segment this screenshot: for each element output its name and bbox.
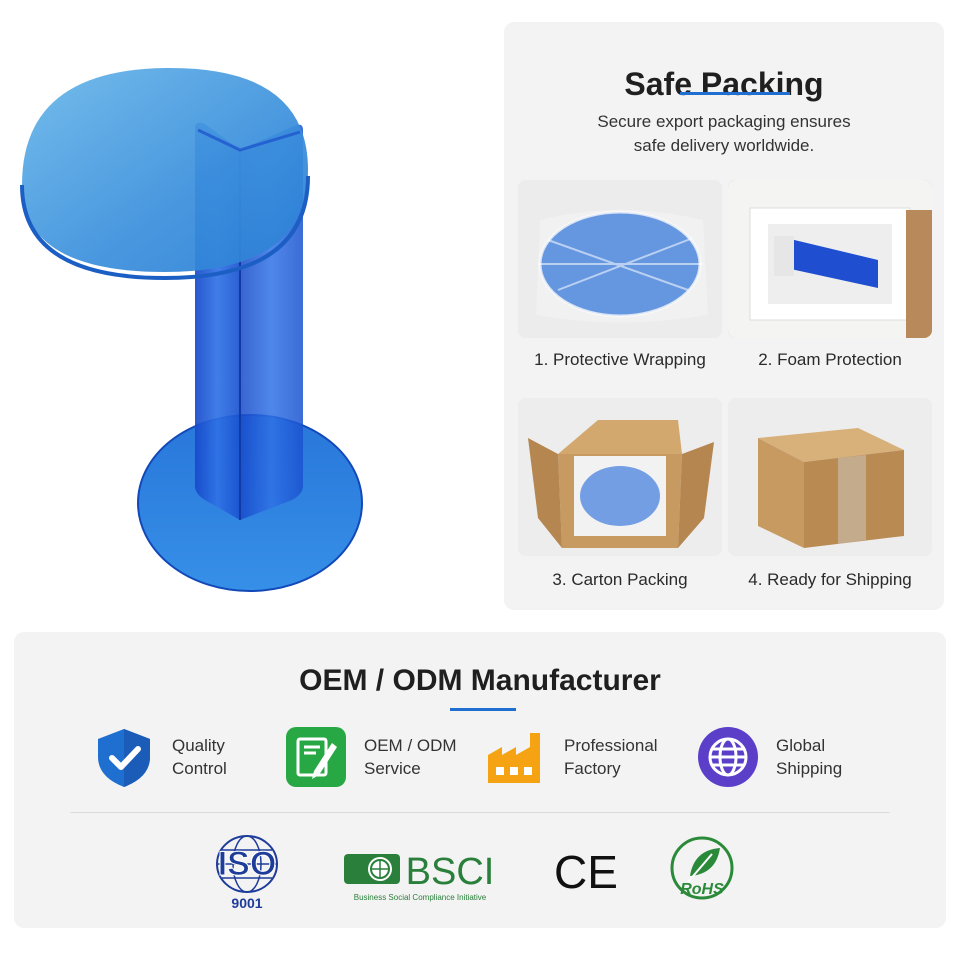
subtitle-line-1: Secure export packaging ensures (597, 112, 851, 131)
step-label-1: 1. Protective Wrapping (534, 350, 706, 369)
iso-text: ISO (218, 845, 277, 883)
step-ready-for-shipping-image (728, 398, 932, 556)
title-underline (680, 92, 790, 95)
feature-line-1: OEM / ODM (364, 736, 457, 755)
step-label-2: 2. Foam Protection (758, 350, 902, 369)
step-label-4: 4. Ready for Shipping (748, 570, 912, 589)
ce-text: CE (554, 846, 618, 898)
safe-packing-panel: Safe Packing Secure export packaging ens… (504, 22, 944, 610)
ce-mark: CE (546, 832, 626, 912)
feature-quality-control: Quality Control (92, 724, 227, 790)
feature-oem-odm-service: OEM / ODM Service (284, 724, 457, 790)
step-carton-packing-image (518, 398, 722, 556)
globe-icon (698, 727, 758, 787)
rohs-logo: RoHS (664, 832, 740, 912)
bsci-tagline: Business Social Compliance Initiative (354, 893, 487, 902)
feature-text: OEM / ODM Service (364, 734, 457, 780)
safe-packing-subtitle: Secure export packaging ensures safe del… (504, 110, 944, 158)
bsci-logo: BSCI Business Social Compliance Initiati… (340, 832, 500, 912)
step-foam-protection-image (728, 180, 932, 338)
oem-odm-panel: OEM / ODM Manufacturer Quality Control O… (14, 632, 946, 928)
iso-number: 9001 (231, 895, 262, 911)
shield-check-icon (98, 729, 150, 787)
feature-professional-factory: Professional Factory (484, 724, 658, 790)
section-divider (70, 812, 890, 813)
bsci-text: BSCI (406, 851, 495, 893)
safe-packing-title: Safe Packing (624, 66, 824, 102)
feature-line-2: Service (364, 759, 421, 778)
rohs-text: RoHS (680, 881, 724, 898)
feature-text: Global Shipping (776, 734, 842, 780)
iso-9001-logo: ISO 9001 (204, 832, 290, 912)
feature-global-shipping: Global Shipping (696, 724, 842, 790)
feature-line-2: Factory (564, 759, 621, 778)
feature-line-1: Global (776, 736, 826, 755)
oem-title-underline (450, 708, 516, 711)
feature-line-1: Quality (172, 736, 225, 755)
oem-odm-title: OEM / ODM Manufacturer (299, 664, 661, 697)
step-protective-wrapping-image (518, 180, 722, 338)
step-label-3: 3. Carton Packing (552, 570, 688, 589)
feature-text: Professional Factory (564, 734, 658, 780)
subtitle-line-2: safe delivery worldwide. (633, 136, 815, 155)
feature-line-2: Shipping (776, 759, 843, 778)
feature-text: Quality Control (172, 734, 227, 780)
feature-line-1: Professional (564, 736, 658, 755)
feature-line-2: Control (172, 759, 227, 778)
design-tools-icon (286, 727, 346, 787)
product-image (0, 0, 500, 620)
factory-icon (488, 733, 540, 783)
